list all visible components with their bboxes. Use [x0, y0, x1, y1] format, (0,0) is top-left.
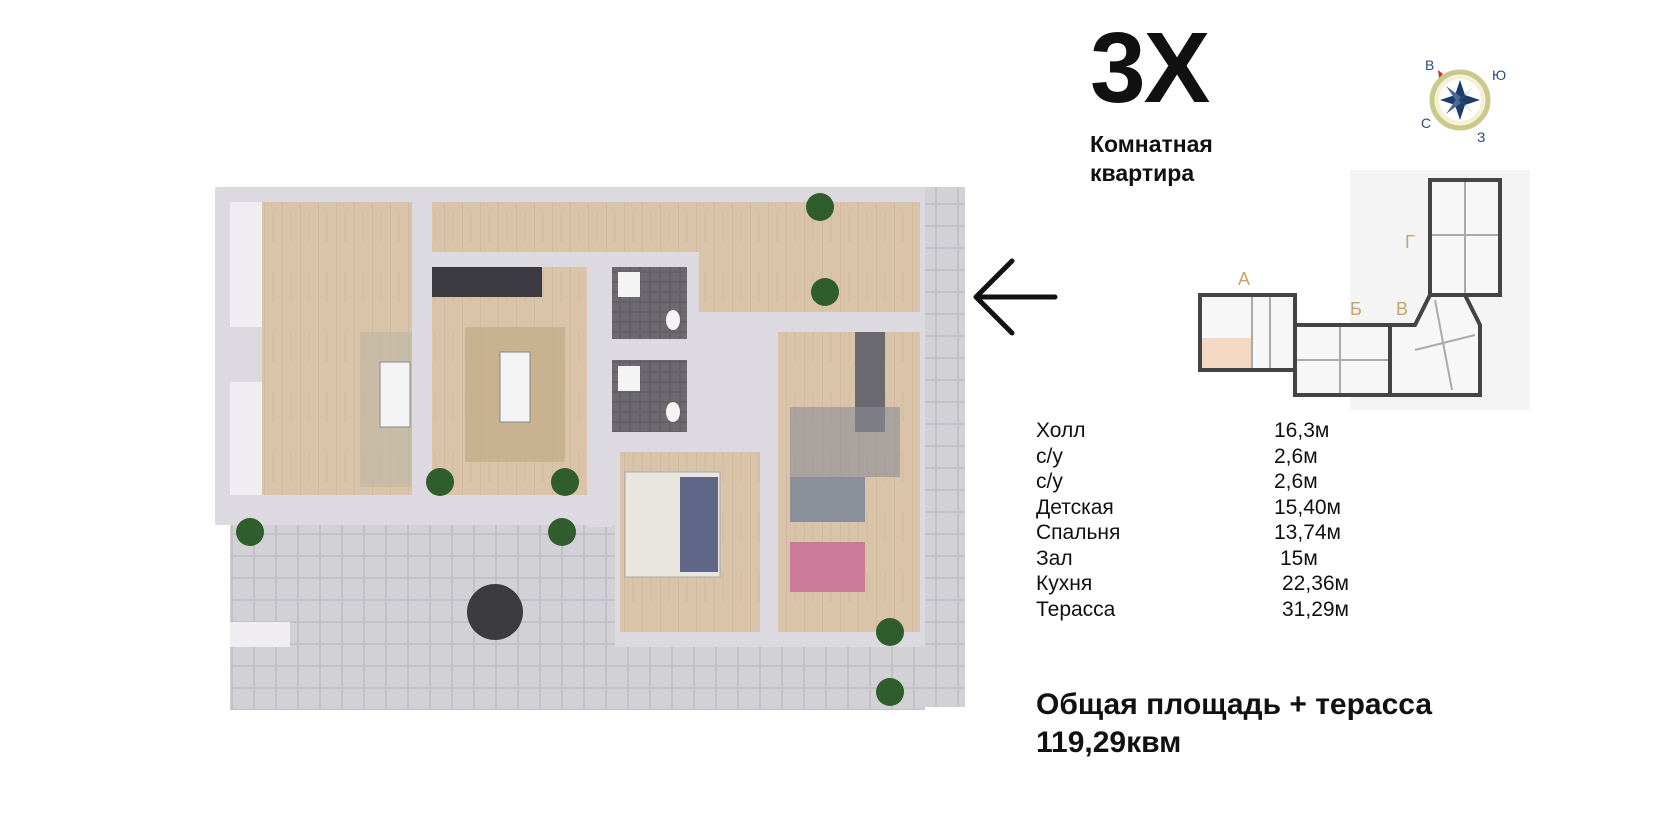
- compass-star: [1440, 80, 1480, 120]
- bed-blanket: [680, 477, 718, 572]
- room-name: Детская: [1036, 495, 1114, 519]
- room-area: 15,40м: [1274, 495, 1341, 519]
- subtitle-line-1: Комнатная: [1090, 131, 1213, 157]
- room-row-bathroom-1: с/у 2,6м: [1036, 444, 1436, 470]
- room-row-hall: Холл 16,3м: [1036, 418, 1436, 444]
- room-name: с/у: [1036, 444, 1063, 468]
- kitchen-counter-lower: [230, 382, 262, 495]
- subtitle-line-2: квартира: [1090, 159, 1195, 186]
- compass-star-ray: [1446, 98, 1461, 114]
- room-row-kitchen: Кухня 22,36м: [1036, 571, 1436, 597]
- room-name: Холл: [1036, 419, 1086, 442]
- compass-star-ray: [1459, 98, 1474, 114]
- plant-icon: [876, 618, 904, 646]
- bathroom-1-fixture: [618, 272, 640, 297]
- compass-label-north: В: [1425, 57, 1434, 73]
- kids-bed-1: [790, 477, 865, 522]
- room-hall: [432, 202, 920, 252]
- room-area: 15м: [1280, 546, 1318, 570]
- kitchen-counter-upper: [230, 202, 262, 327]
- interior-wall: [612, 339, 687, 360]
- room-area: 16,3м: [1274, 419, 1330, 442]
- total-area-value: 119,29квм: [1036, 726, 1182, 759]
- room-name: Зал: [1036, 546, 1073, 570]
- room-name: с/у: [1036, 470, 1063, 493]
- compass-label-south: З: [1477, 129, 1485, 145]
- room-name: Кухня: [1036, 572, 1093, 595]
- highlighted-unit: [1202, 338, 1252, 368]
- toilet-1: [666, 310, 680, 330]
- total-area-label: Общая площадь + терасса: [1036, 688, 1433, 721]
- interior-wall: [432, 252, 697, 267]
- room-row-bathroom-2: с/у 2,6м: [1036, 469, 1436, 495]
- kitchen-table: [379, 361, 411, 428]
- terrace-table: [467, 584, 523, 640]
- room-row-terrace: Терасса 31,29м: [1036, 597, 1436, 623]
- balcony-strip: [925, 187, 965, 707]
- compass-rose-icon: В Ю С З: [1421, 57, 1506, 145]
- section-label-b: Б: [1350, 299, 1362, 319]
- room-name: Терасса: [1036, 597, 1116, 621]
- interior-wall: [760, 312, 778, 647]
- plant-icon: [236, 518, 264, 546]
- room-area: 2,6м: [1274, 470, 1318, 493]
- tv-unit: [432, 267, 542, 297]
- room-row-living: Зал 15м: [1036, 546, 1436, 572]
- room-area: 2,6м: [1274, 444, 1318, 468]
- plant-icon: [811, 278, 839, 306]
- terrace-bench: [230, 622, 290, 647]
- building-key-plan: А Б В Г: [1198, 170, 1530, 410]
- floor-plan: [215, 187, 965, 710]
- room-row-kids: Детская 15,40м: [1036, 495, 1436, 521]
- room-area-list: Холл 16,3м с/у 2,6м с/у 2,6м Детская 15,…: [1036, 418, 1436, 622]
- plant-icon: [806, 193, 834, 221]
- interior-wall: [687, 252, 699, 452]
- compass-star-ray: [1446, 86, 1461, 102]
- section-label-v: В: [1396, 299, 1408, 319]
- total-area: Общая площадь + терасса 119,29квм: [1036, 686, 1432, 762]
- terrace: [230, 520, 620, 710]
- room-row-bedroom: Спальня 13,74м: [1036, 520, 1436, 546]
- kids-bed-2: [790, 542, 865, 592]
- room-hall-corridor: [695, 252, 920, 312]
- dining-table: [499, 351, 531, 423]
- apartment-type-title: 3Х: [1090, 12, 1210, 124]
- kids-rug: [790, 407, 900, 477]
- arrow-left-icon: [973, 258, 1058, 336]
- room-area: 22,36м: [1282, 572, 1349, 595]
- plant-icon: [876, 678, 904, 706]
- compass-label-west: С: [1421, 115, 1431, 131]
- toilet-2: [666, 402, 680, 422]
- interior-wall: [412, 187, 432, 525]
- plant-icon: [548, 518, 576, 546]
- bathroom-2-fixture: [618, 366, 640, 391]
- plant-icon: [551, 468, 579, 496]
- interior-wall: [587, 252, 612, 527]
- terrace-extension: [620, 642, 925, 710]
- compass-star-ray: [1459, 86, 1474, 102]
- section-label-a: А: [1238, 269, 1250, 289]
- room-area: 13,74м: [1274, 521, 1341, 544]
- plant-icon: [426, 468, 454, 496]
- apartment-type-subtitle: Комнатная квартира: [1090, 130, 1310, 188]
- compass-north-marker: [1438, 70, 1443, 78]
- section-label-g: Г: [1405, 232, 1415, 252]
- room-name: Спальня: [1036, 521, 1121, 544]
- room-area: 31,29м: [1282, 597, 1349, 621]
- compass-label-east: Ю: [1492, 67, 1506, 83]
